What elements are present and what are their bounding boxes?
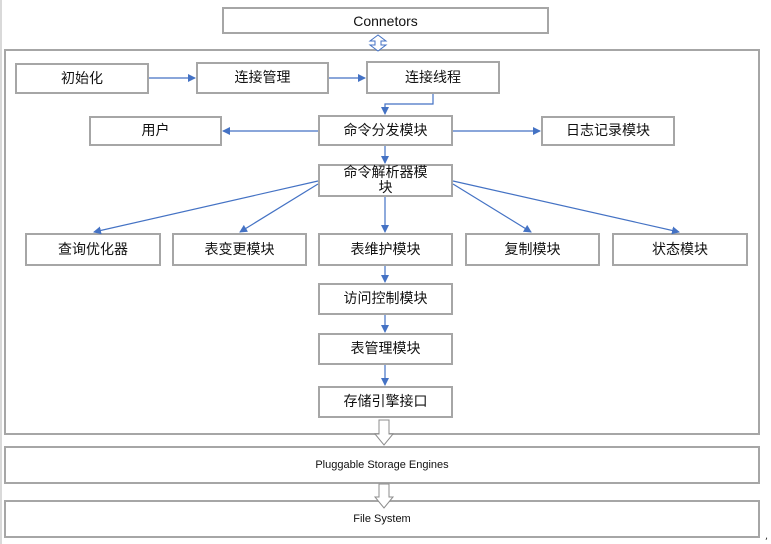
log-label: 日志记录模块 bbox=[566, 123, 650, 139]
dispatch-label: 命令分发模块 bbox=[343, 122, 428, 139]
storage-interface-box: 存储引擎接口 bbox=[318, 386, 453, 418]
file-system-label: File System bbox=[353, 513, 411, 525]
pluggable-engines-label: Pluggable Storage Engines bbox=[315, 459, 449, 471]
access-control-label: 访问控制模块 bbox=[343, 291, 428, 307]
pluggable-engines-box: Pluggable Storage Engines bbox=[4, 446, 760, 484]
status-box: 状态模块 bbox=[612, 233, 748, 266]
maintenance-label: 表维护模块 bbox=[350, 241, 421, 258]
user-label: 用户 bbox=[141, 123, 170, 139]
table-manage-label: 表管理模块 bbox=[350, 341, 421, 357]
trailing-mark: , bbox=[764, 531, 768, 542]
replication-box: 复制模块 bbox=[465, 233, 600, 266]
optimizer-label: 查询优化器 bbox=[58, 241, 128, 258]
file-system-box: File System bbox=[4, 500, 760, 538]
log-box: 日志记录模块 bbox=[541, 116, 675, 146]
access-control-box: 访问控制模块 bbox=[318, 283, 453, 315]
left-edge-line bbox=[0, 0, 2, 544]
conn-thread-label: 连接线程 bbox=[405, 69, 461, 86]
connectors-box: Connetors bbox=[222, 7, 549, 34]
init-box: 初始化 bbox=[15, 63, 149, 94]
optimizer-box: 查询优化器 bbox=[25, 233, 161, 266]
alter-table-label: 表变更模块 bbox=[204, 241, 275, 258]
conn-manage-box: 连接管理 bbox=[196, 62, 329, 94]
init-label: 初始化 bbox=[61, 70, 103, 87]
maintenance-box: 表维护模块 bbox=[318, 233, 453, 266]
parser-box: 命令解析器模 块 bbox=[318, 164, 453, 197]
table-manage-box: 表管理模块 bbox=[318, 333, 453, 365]
connectors-label: Connetors bbox=[353, 12, 418, 29]
conn-manage-label: 连接管理 bbox=[234, 70, 291, 86]
parser-label-line2: 块 bbox=[378, 179, 393, 196]
storage-interface-label: 存储引擎接口 bbox=[343, 394, 428, 410]
status-label: 状态模块 bbox=[652, 241, 708, 258]
dispatch-box: 命令分发模块 bbox=[318, 115, 453, 146]
parser-label-line1: 命令解析器模 bbox=[343, 164, 428, 181]
replication-label: 复制模块 bbox=[504, 241, 561, 258]
conn-thread-box: 连接线程 bbox=[366, 61, 500, 94]
alter-table-box: 表变更模块 bbox=[172, 233, 307, 266]
user-box: 用户 bbox=[89, 116, 222, 146]
